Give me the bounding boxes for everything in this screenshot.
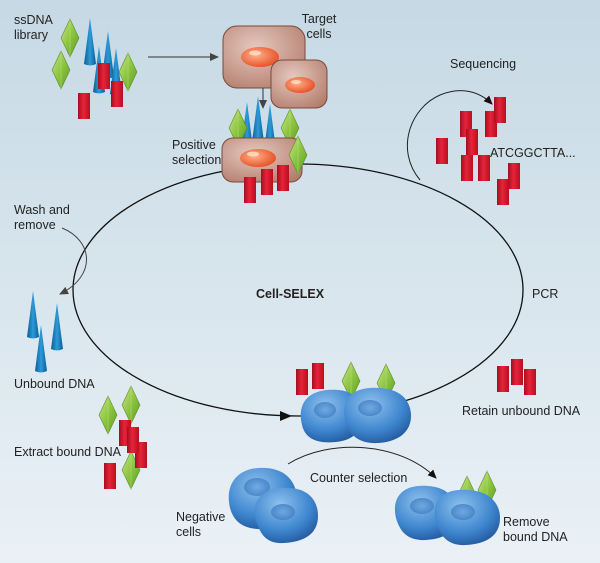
target-cells-group <box>222 25 328 109</box>
center-cells-group <box>296 361 412 444</box>
negative-label-line2: cells <box>176 525 202 539</box>
negative-cells-group <box>228 467 318 544</box>
remove-bound-cells-group <box>394 470 500 546</box>
cycle-arrow-bottom <box>280 411 292 421</box>
remove-label-line2: bound DNA <box>503 530 568 544</box>
positive-label-line2: selection <box>172 153 222 167</box>
positive-label-line1: Positive <box>172 138 216 152</box>
counter-selection-label: Counter selection <box>310 471 408 485</box>
target-label-line1: Target <box>301 12 337 26</box>
ssdna-label-line1: ssDNA <box>14 13 53 27</box>
remove-label-line1: Remove <box>503 515 550 529</box>
unbound-dna-label: Unbound DNA <box>14 377 95 391</box>
target-label-line2: cells <box>306 27 332 41</box>
retain-unbound-label: Retain unbound DNA <box>462 404 581 418</box>
counter-selection-arrow <box>287 446 437 479</box>
wash-label-line1: Wash and <box>14 203 70 217</box>
wash-arrow <box>59 227 87 295</box>
wash-label-line2: remove <box>14 218 56 232</box>
extract-bound-label: Extract bound DNA <box>14 445 121 459</box>
pcr-label: PCR <box>532 287 559 301</box>
ssdna-label-line2: library <box>14 28 49 42</box>
positive-selection-group <box>221 96 308 203</box>
negative-label-line1: Negative <box>176 510 226 524</box>
sequencing-label: Sequencing <box>450 57 517 71</box>
sequence-text: ATCGGCTTA... <box>490 146 576 160</box>
cell-selex-title: Cell-SELEX <box>256 287 325 301</box>
sequencing-arrow <box>406 90 493 181</box>
